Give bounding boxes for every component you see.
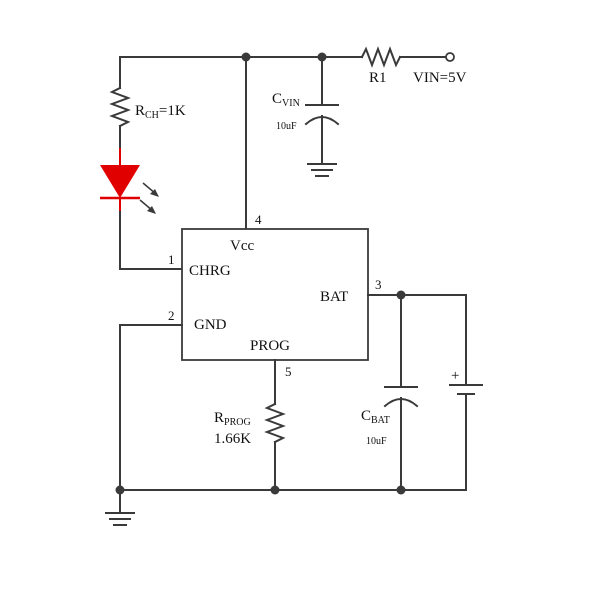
- led-light-arrows-icon: [139, 182, 159, 214]
- ic-chrg-label: CHRG: [189, 263, 231, 279]
- led-icon: [100, 148, 140, 212]
- vin-terminal-icon: [445, 52, 455, 62]
- cvin-value: 10uF: [276, 121, 297, 132]
- pin-2-number: 2: [168, 308, 175, 323]
- ic-gnd-label: GND: [194, 317, 227, 333]
- r1-resistor-icon: [360, 46, 402, 68]
- junction-dot: [396, 485, 406, 495]
- ic-bat-label: BAT: [320, 289, 348, 305]
- vin-label: VIN=5V: [413, 70, 467, 86]
- rprog-label: RPROG: [214, 410, 251, 428]
- main-ground-icon: [105, 512, 135, 526]
- pin-1-number: 1: [168, 252, 175, 267]
- pin-5-number: 5: [285, 364, 292, 379]
- r1-label: R1: [369, 70, 387, 86]
- ic-prog-label: PROG: [250, 338, 290, 354]
- pin-3-number: 3: [375, 277, 382, 292]
- ic-vcc-label: Vcc: [230, 238, 254, 254]
- junction-dot: [270, 485, 280, 495]
- rprog-resistor-icon: [264, 402, 286, 444]
- battery-icon: [449, 384, 483, 395]
- cbat-label: CBAT: [361, 408, 390, 426]
- rprog-value: 1.66K: [214, 431, 251, 447]
- ic-body: [181, 228, 369, 361]
- rch-resistor-icon: [109, 86, 131, 128]
- battery-plus-label: +: [451, 368, 459, 384]
- pin-4-number: 4: [255, 212, 262, 227]
- cbat-value: 10uF: [366, 436, 387, 447]
- cvin-label: CVIN: [272, 91, 300, 109]
- rch-label: RCH=1K: [135, 103, 186, 121]
- cvin-ground-icon: [307, 163, 337, 177]
